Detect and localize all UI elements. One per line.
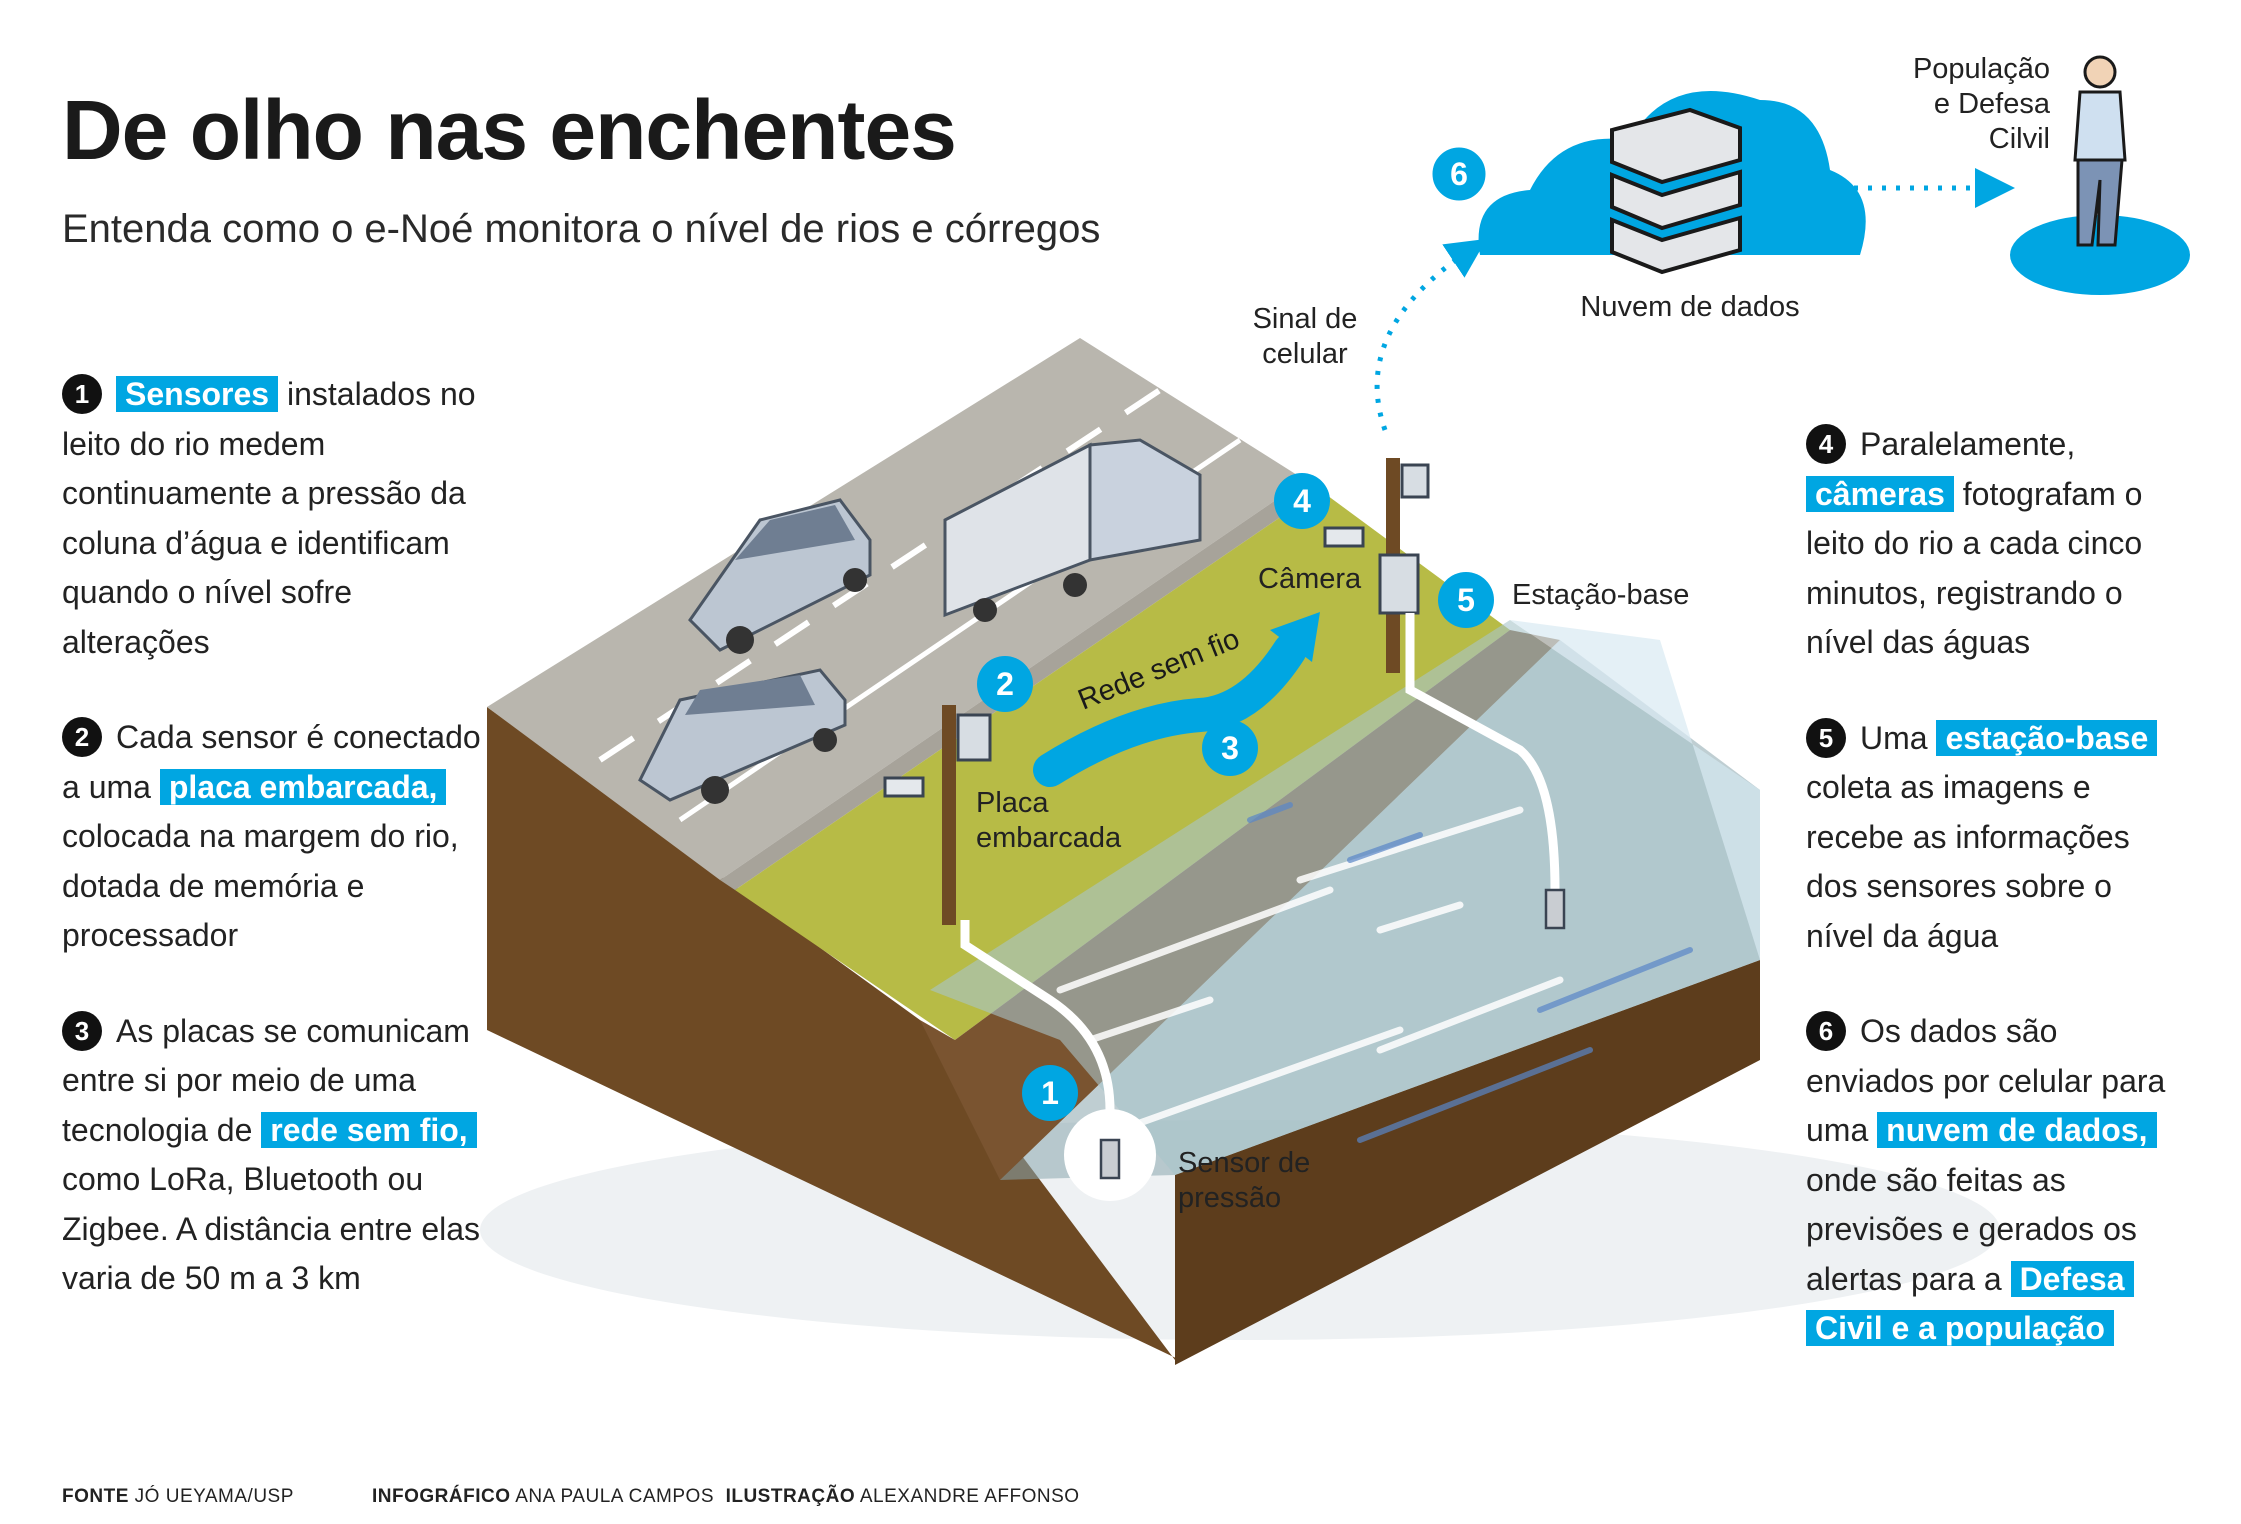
body-text: Uma <box>1860 719 1937 756</box>
server-icon <box>1610 107 1742 275</box>
body-text: colocada na margem do rio, dotada de mem… <box>62 818 459 953</box>
left-item-1: 1 Sensores instalados no leito do rio med… <box>62 370 482 667</box>
step-number-badge: 1 <box>62 374 102 414</box>
svg-text:6: 6 <box>1450 156 1468 192</box>
car-icon <box>638 668 847 804</box>
page-subtitle: Entenda como o e-Noé monitora o nível de… <box>62 207 1101 251</box>
sensor-icon <box>1544 888 1566 930</box>
svg-text:5: 5 <box>1457 582 1475 618</box>
wireless-arrow <box>1033 633 1307 787</box>
marker-5: 5 <box>1438 572 1494 628</box>
svg-text:4: 4 <box>1293 483 1311 519</box>
svg-text:2: 2 <box>996 666 1014 702</box>
step-number-badge: 4 <box>1806 424 1846 464</box>
body-text: onde são feitas as previsões e gerados o… <box>1806 1161 2137 1297</box>
highlight-term: rede sem fio, <box>261 1111 477 1148</box>
body-text: Paralelamente, <box>1860 426 2076 462</box>
camera-icon <box>883 776 925 798</box>
svg-text:3: 3 <box>1221 730 1239 766</box>
pole-icon <box>942 705 956 925</box>
body-text: Cada sensor é conectado a uma <box>62 719 481 805</box>
car-icon <box>688 498 872 654</box>
step-number-badge: 5 <box>1806 717 1846 758</box>
marker-3: 3 <box>1202 720 1258 776</box>
right-item-4: 4 Paralelamente, câmeras fotografam o lei… <box>1806 420 2186 668</box>
body-text: Os dados são enviados por celular para u… <box>1806 1013 2166 1148</box>
footer-source: FONTE JÓ UEYAMA/USP <box>62 1486 294 1507</box>
base-station-icon <box>1378 553 1420 615</box>
left-explanations: 1 Sensores instalados no leito do rio med… <box>62 370 482 1350</box>
person-icon <box>2073 55 2127 247</box>
marker-1: 1 <box>1022 1065 1078 1121</box>
marker-6: 6 <box>1429 144 1489 204</box>
page-title: De olho nas enchentes <box>62 83 957 177</box>
camera-label: Câmera <box>1258 563 1362 595</box>
body-text: como LoRa, Bluetooth ou Zigbee. A distân… <box>62 1161 481 1296</box>
arrow-icon <box>1270 612 1320 662</box>
highlight-term: placa embarcada, <box>159 768 447 805</box>
step-number-badge: 3 <box>62 1010 102 1051</box>
cell-signal-arrow <box>1374 238 1487 431</box>
board-box-icon <box>956 713 992 762</box>
highlight-term: Sensores <box>116 376 279 412</box>
body-text: coleta as imagens e recebe as informaçõe… <box>1806 769 2130 954</box>
body-text: instalados no leito do rio medem continu… <box>62 376 476 660</box>
cloud-label: Nuvem de dados <box>1580 291 1800 323</box>
soil-left-face <box>487 707 1180 1360</box>
marker-2: 2 <box>977 656 1033 712</box>
step-number-badge: 6 <box>1806 1011 1846 1051</box>
truck-icon <box>943 438 1202 622</box>
marker-4: 4 <box>1274 473 1330 529</box>
base-station-label: Estação-base <box>1512 579 1690 611</box>
camera-icon <box>1323 526 1365 548</box>
body-text: fotografam o leito do rio a cada cinco m… <box>1806 475 2143 661</box>
highlight-term: nuvem de dados, <box>1877 1112 2157 1148</box>
sensor-icon <box>1099 1138 1121 1180</box>
step-number-badge: 2 <box>62 717 102 757</box>
svg-text:1: 1 <box>1041 1075 1059 1111</box>
soil-right-face <box>1175 960 1760 1365</box>
highlight-term: câmeras <box>1806 475 1954 512</box>
highlight-term: estação-base <box>1936 719 2158 756</box>
right-item-5: 5 Uma estação-base coleta as imagens e re… <box>1806 714 2186 962</box>
body-text: As placas se comunicam entre si por meio… <box>62 1012 470 1148</box>
footer-credits: INFOGRÁFICO ANA PAULA CAMPOS ILUSTRAÇÃO … <box>372 1486 1080 1507</box>
right-explanations: 4 Paralelamente, câmeras fotografam o lei… <box>1806 420 2186 1400</box>
river-water <box>930 620 1760 1175</box>
